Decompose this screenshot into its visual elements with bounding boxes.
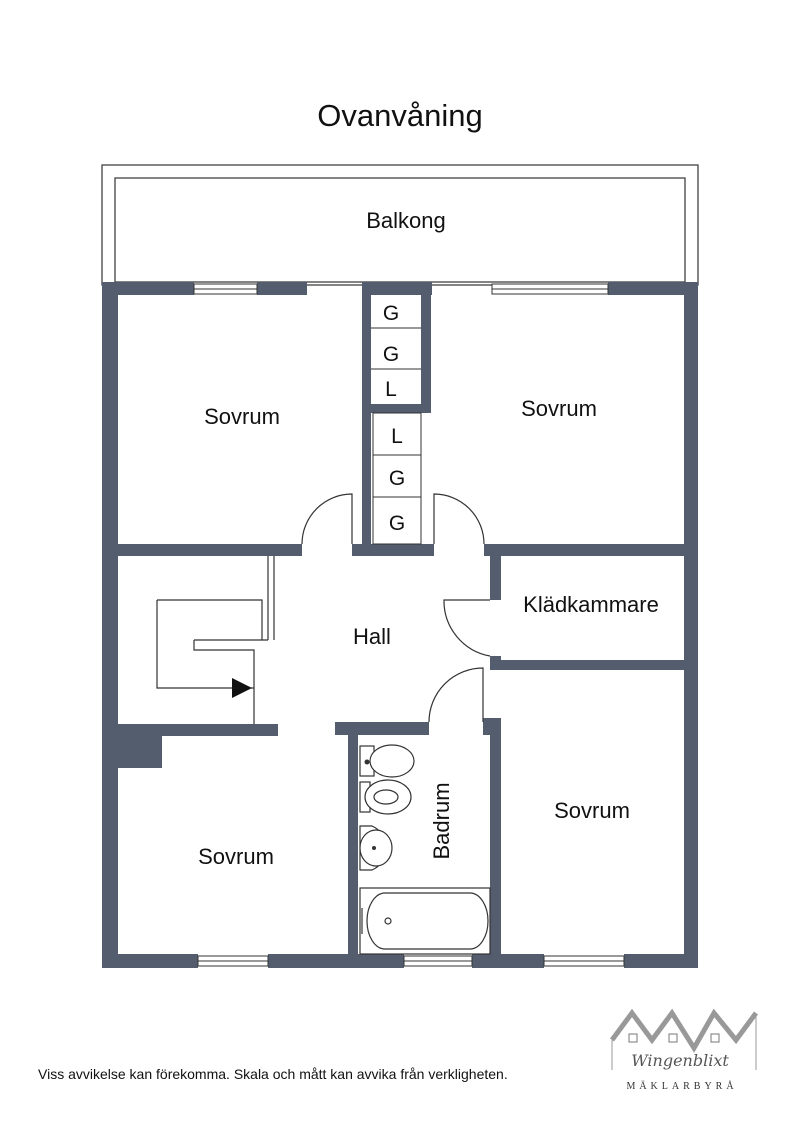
staircase [156, 556, 275, 724]
closet-label: L [385, 378, 397, 401]
label-bedroom-bottom-left: Sovrum [198, 844, 274, 869]
label-hall: Hall [353, 624, 391, 649]
label-bedroom-bottom-right: Sovrum [554, 798, 630, 823]
disclaimer-text: Viss avvikelse kan förekomma. Skala och … [38, 1066, 508, 1082]
label-bathroom: Badrum [429, 782, 454, 859]
room-labels: Balkong Sovrum Sovrum Sovrum Sovrum Hall… [198, 208, 659, 869]
logo-name: Wingenblixt [631, 1051, 729, 1070]
closet-label: L [391, 425, 403, 448]
label-bedroom-top-left: Sovrum [204, 404, 280, 429]
closet-labels: G G L L G G [383, 302, 405, 535]
sink-icon [359, 825, 393, 871]
closet-label: G [383, 343, 399, 366]
closet-label: G [389, 467, 405, 490]
label-walk-in-closet: Klädkammare [523, 592, 659, 617]
closet-label: G [389, 512, 405, 535]
floor-title: Ovanvåning [317, 98, 483, 133]
windows [193, 283, 625, 967]
house-roofs-logo: Wingenblixt MÄKLARBYRÅ [609, 1008, 759, 1092]
bathroom-fixtures [359, 744, 491, 955]
label-balcony: Balkong [366, 208, 446, 233]
logo-subtitle: MÄKLARBYRÅ [626, 1080, 737, 1092]
toilet-icon [359, 744, 415, 778]
bathtub-icon [359, 887, 491, 955]
closet-dividers [371, 327, 422, 545]
bidet-icon [359, 779, 412, 815]
walls [102, 282, 698, 968]
closet-label: G [383, 302, 399, 325]
label-bedroom-top-right: Sovrum [521, 396, 597, 421]
door-swings [301, 493, 491, 723]
